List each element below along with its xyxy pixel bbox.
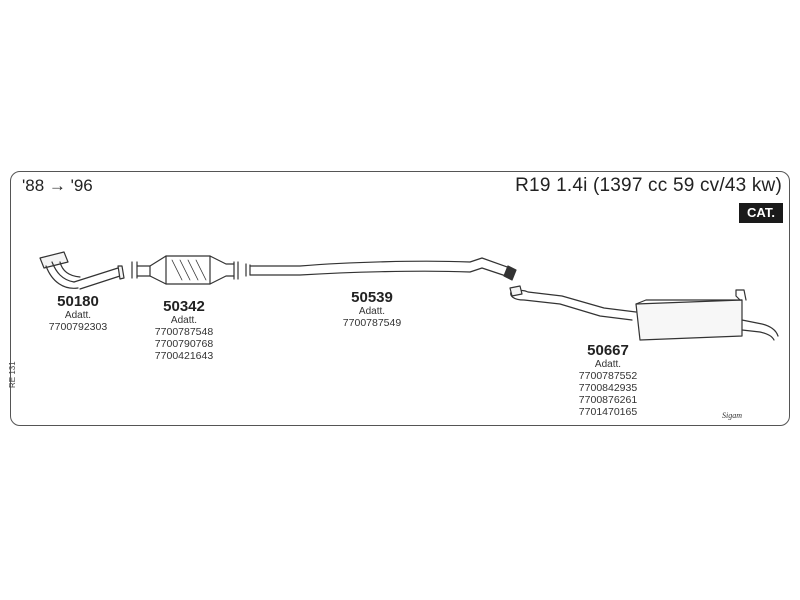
oem-code: 7700790768 [154, 338, 214, 350]
catalyst-badge: CAT. [739, 203, 783, 223]
adatt-label: Adatt. [594, 359, 622, 370]
adatt-label: Adatt. [170, 315, 198, 326]
intermediate-pipe-50539 [245, 257, 517, 281]
part-number: 50539 [351, 289, 393, 306]
side-reference-code: RE 131 [8, 361, 17, 388]
catalytic-converter-50342 [131, 255, 239, 285]
part-number: 50180 [57, 293, 99, 310]
oem-code: 7700792303 [48, 321, 108, 333]
brand-logo: Sigam [722, 411, 742, 420]
front-pipe-50180 [39, 251, 125, 290]
oem-code: 7700421643 [154, 350, 214, 362]
adatt-label: Adatt. [358, 306, 386, 317]
part-50342: 50342 Adatt. 7700787548 7700790768 77004… [142, 298, 226, 362]
part-50180: 50180 Adatt. 7700792303 [38, 293, 118, 333]
oem-code: 7700787548 [154, 326, 214, 338]
rear-silencer-50667 [509, 285, 779, 341]
part-50667: 50667 Adatt. 7700787552 7700842935 77008… [566, 342, 650, 418]
oem-code: 7700787552 [578, 370, 638, 382]
part-number: 50667 [587, 342, 629, 359]
oem-code: 7700787549 [342, 317, 402, 329]
part-50539: 50539 Adatt. 7700787549 [330, 289, 414, 329]
oem-code: 7701470165 [578, 406, 638, 418]
part-number: 50342 [163, 298, 205, 315]
year-range: '88 → '96 [22, 176, 93, 195]
oem-code: 7700842935 [578, 382, 638, 394]
vehicle-model-title: R19 1.4i (1397 cc 59 cv/43 kw) [515, 175, 782, 196]
diagram-frame [10, 171, 790, 426]
oem-code: 7700876261 [578, 394, 638, 406]
adatt-label: Adatt. [64, 310, 92, 321]
